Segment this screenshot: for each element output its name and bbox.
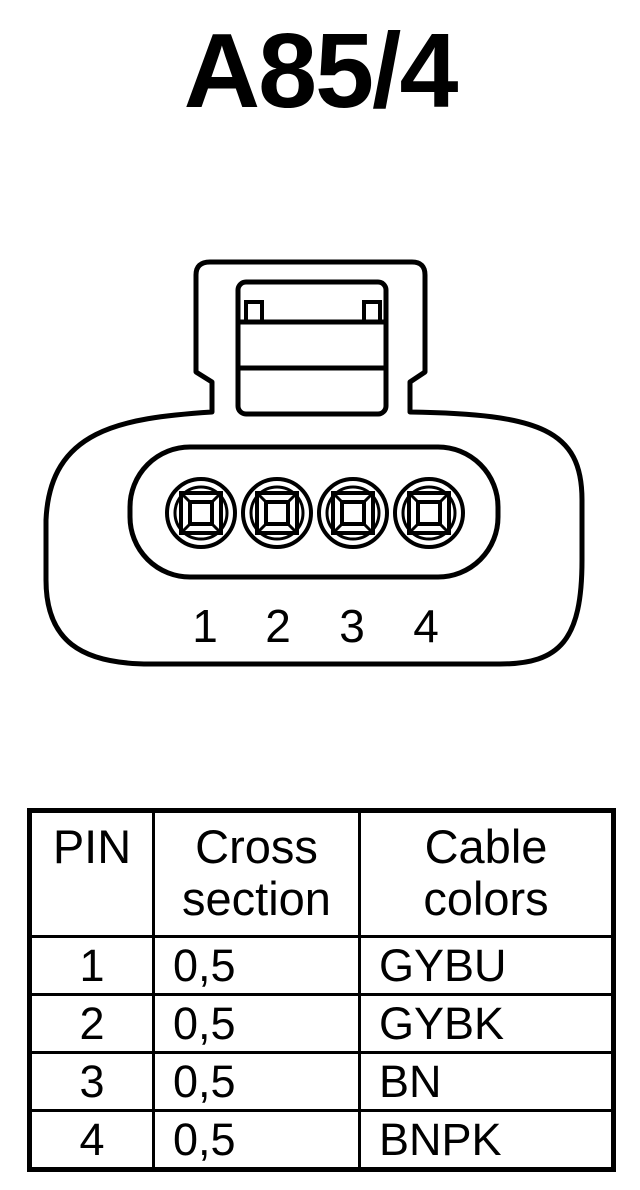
table-row: 4 0,5 BNPK (28, 1109, 615, 1171)
latch-tab-right (362, 300, 382, 324)
cell-pin: 2 (28, 993, 155, 1054)
cell-cross-section: 0,5 (152, 993, 361, 1054)
cell-cable-color: GYBK (358, 993, 615, 1054)
cell-cable-color: BNPK (358, 1109, 615, 1171)
header-cross-section: Cross section (152, 809, 361, 938)
cell-pin: 4 (28, 1109, 155, 1171)
table-header-row: PIN Cross section Cable colors (28, 809, 615, 938)
table-row: 3 0,5 BN (28, 1051, 615, 1112)
table-row: 1 0,5 GYBU (28, 935, 615, 996)
cell-cross-section: 0,5 (152, 1051, 361, 1112)
pin-4-terminal (393, 477, 465, 549)
pin-assignment-table: PIN Cross section Cable colors 1 0,5 GYB… (27, 808, 616, 1172)
connector-title: A85/4 (183, 12, 459, 130)
header-cable-colors: Cable colors (358, 809, 615, 938)
latch-tab-left (244, 300, 264, 324)
cell-cable-color: GYBU (358, 935, 615, 996)
cell-cross-section: 0,5 (152, 1109, 361, 1171)
table-row: 2 0,5 GYBK (28, 993, 615, 1054)
pin-2-terminal (241, 477, 313, 549)
locking-latch (235, 279, 389, 417)
connector-housing (43, 259, 585, 667)
cell-pin: 1 (28, 935, 155, 996)
header-cross-section-line-2: section (182, 871, 331, 925)
header-cable-colors-line-1: Cable (424, 820, 548, 873)
pin-label-1: 1 (192, 600, 218, 652)
header-cable-colors-line-2: colors (423, 871, 549, 925)
cell-cross-section: 0,5 (152, 935, 361, 996)
pin-cavity-frame (127, 444, 501, 580)
pin-label-3: 3 (339, 600, 365, 652)
connector-face-diagram: 1 2 3 4 (43, 259, 585, 667)
pin-1-terminal (165, 477, 237, 549)
cell-pin: 3 (28, 1051, 155, 1112)
cell-cable-color: BN (358, 1051, 615, 1112)
pin-3-terminal (317, 477, 389, 549)
header-cross-section-line-1: Cross (195, 820, 318, 873)
header-pin: PIN (28, 809, 155, 938)
pin-label-4: 4 (413, 600, 439, 652)
pin-label-2: 2 (265, 600, 291, 652)
